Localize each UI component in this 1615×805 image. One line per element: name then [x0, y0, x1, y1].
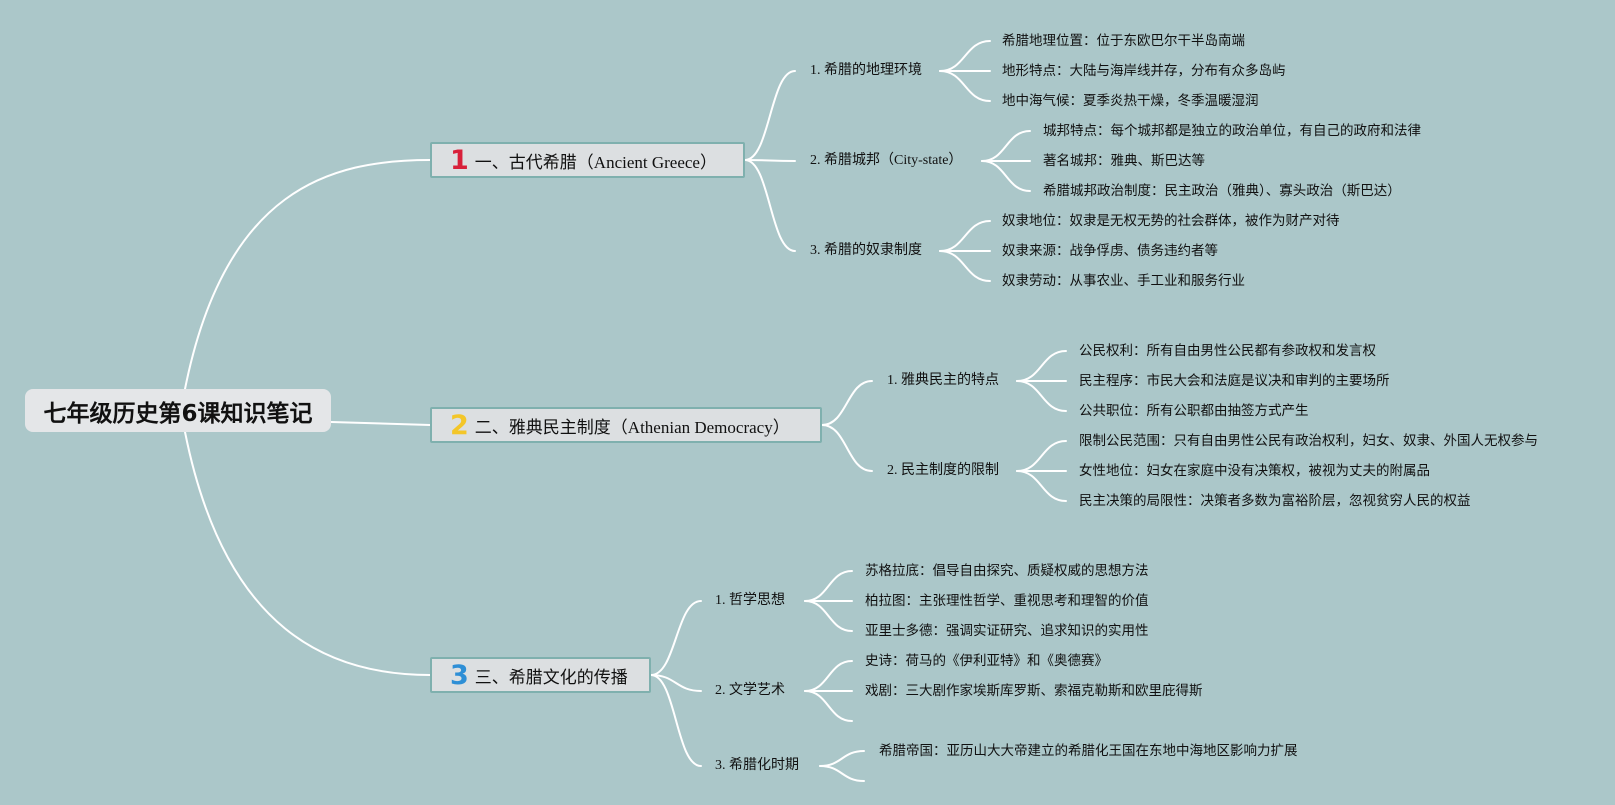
link-topic3-leaf-2-0: [819, 750, 865, 767]
link-topic1-leaf-1-2: [981, 160, 1031, 192]
root-node[interactable]: 七年级历史第6课知识笔记: [25, 389, 331, 432]
link-topic3-sub-1: [650, 674, 702, 692]
leaf-citizen-scope[interactable]: 限制公民范围：只有自由男性公民有政治权利，妇女、奴隶、外国人无权参与: [1079, 433, 1538, 449]
number-2-icon: 2: [450, 409, 469, 441]
link-topic3-leaf-0-0: [804, 570, 853, 602]
leaf-plato[interactable]: 柏拉图：主张理性哲学、重视思考和理智的价值: [865, 593, 1149, 609]
leaf-location[interactable]: 希腊地理位置：位于东欧巴尔干半岛南端: [1002, 33, 1245, 49]
link-topic2-sub-1: [821, 424, 873, 472]
leaf-citizen-rights[interactable]: 公民权利：所有自由男性公民都有参政权和发言权: [1079, 343, 1376, 359]
leaf-democratic-procedure[interactable]: 民主程序：市民大会和法庭是议决和审判的主要场所: [1079, 373, 1390, 389]
root-title: 七年级历史第6课知识笔记: [43, 400, 313, 427]
leaf-public-office[interactable]: 公共职位：所有公职都由抽签方式产生: [1079, 403, 1309, 419]
sub-philosophy[interactable]: 1. 哲学思想: [715, 593, 785, 608]
leaf-greek-empire[interactable]: 希腊帝国：亚历山大大帝建立的希腊化王国在东地中海地区影响力扩展: [879, 743, 1298, 759]
sub-hellenistic[interactable]: 3. 希腊化时期: [715, 758, 799, 773]
sub-literature-art[interactable]: 2. 文学艺术: [715, 683, 785, 698]
link-topic3-leaf-1-0: [804, 660, 853, 692]
link-topic3-sub-0: [650, 600, 702, 676]
sub-democracy-limits[interactable]: 2. 民主制度的限制: [887, 463, 999, 478]
leaf-socrates[interactable]: 苏格拉底：倡导自由探究、质疑权威的思想方法: [865, 563, 1149, 579]
sub-geography[interactable]: 1. 希腊的地理环境: [810, 63, 922, 78]
link-topic3-leaf-2-1: [819, 765, 865, 782]
sub-city-state[interactable]: 2. 希腊城邦（City-state）: [810, 153, 963, 168]
leaf-slave-labor[interactable]: 奴隶劳动：从事农业、手工业和服务行业: [1002, 273, 1245, 289]
leaf-slave-source[interactable]: 奴隶来源：战争俘虏、债务违约者等: [1002, 243, 1218, 259]
leaf-city-politics[interactable]: 希腊城邦政治制度：民主政治（雅典）、寡头政治（斯巴达）: [1043, 183, 1401, 199]
leaf-drama[interactable]: 戏剧：三大剧作家埃斯库罗斯、索福克勒斯和欧里庇得斯: [865, 683, 1203, 699]
leaf-climate[interactable]: 地中海气候：夏季炎热干燥，冬季温暖湿润: [1002, 93, 1259, 109]
topic-greek-culture[interactable]: 3 三、希腊文化的传播: [430, 657, 651, 693]
link-topic1-leaf-0-0: [939, 40, 991, 72]
link-topic1-leaf-2-0: [939, 220, 991, 252]
leaf-women-status[interactable]: 女性地位：妇女在家庭中没有决策权，被视为丈夫的附属品: [1079, 463, 1430, 479]
topic-title: 二、雅典民主制度（Athenian Democracy）: [474, 417, 790, 437]
link-topic3-sub-2: [650, 674, 702, 767]
link-topic3-leaf-1-2: [804, 690, 853, 722]
link-root-topic-2: [330, 421, 431, 426]
link-topic1-leaf-0-2: [939, 70, 991, 102]
link-topic2-leaf-1-0: [1016, 440, 1067, 472]
leaf-slave-status[interactable]: 奴隶地位：奴隶是无权无势的社会群体，被作为财产对待: [1002, 213, 1340, 229]
sub-slavery[interactable]: 3. 希腊的奴隶制度: [810, 243, 922, 258]
number-1-icon: 1: [450, 144, 469, 176]
leaf-city-feature[interactable]: 城邦特点：每个城邦都是独立的政治单位，有自己的政府和法律: [1043, 123, 1421, 139]
link-topic2-leaf-0-0: [1016, 350, 1067, 382]
link-topic1-sub-0: [744, 70, 796, 161]
link-topic1-leaf-1-0: [981, 130, 1031, 162]
topic-athenian-democracy[interactable]: 2 二、雅典民主制度（Athenian Democracy）: [430, 407, 822, 443]
link-root-topic-3: [184, 431, 431, 676]
link-topic1-leaf-2-2: [939, 250, 991, 282]
topic-title: 三、希腊文化的传播: [474, 667, 628, 687]
link-topic2-sub-0: [821, 380, 873, 426]
leaf-epic[interactable]: 史诗：荷马的《伊利亚特》和《奥德赛》: [865, 653, 1108, 669]
leaf-famous-cities[interactable]: 著名城邦：雅典、斯巴达等: [1043, 153, 1205, 169]
link-topic1-sub-2: [744, 159, 796, 252]
link-topic2-leaf-1-2: [1016, 470, 1067, 502]
leaf-aristotle[interactable]: 亚里士多德：强调实证研究、追求知识的实用性: [865, 623, 1149, 639]
link-topic1-sub-1: [744, 159, 796, 162]
leaf-terrain[interactable]: 地形特点：大陆与海岸线并存，分布有众多岛屿: [1002, 63, 1286, 79]
link-topic3-leaf-0-2: [804, 600, 853, 632]
leaf-decision-limits[interactable]: 民主决策的局限性：决策者多数为富裕阶层，忽视贫穷人民的权益: [1079, 493, 1471, 509]
link-root-topic-1: [184, 159, 431, 390]
number-3-icon: 3: [450, 659, 469, 691]
topic-ancient-greece[interactable]: 1 一、古代希腊（Ancient Greece）: [430, 142, 745, 178]
sub-democracy-features[interactable]: 1. 雅典民主的特点: [887, 373, 999, 388]
topic-title: 一、古代希腊（Ancient Greece）: [474, 152, 717, 172]
link-topic2-leaf-0-2: [1016, 380, 1067, 412]
